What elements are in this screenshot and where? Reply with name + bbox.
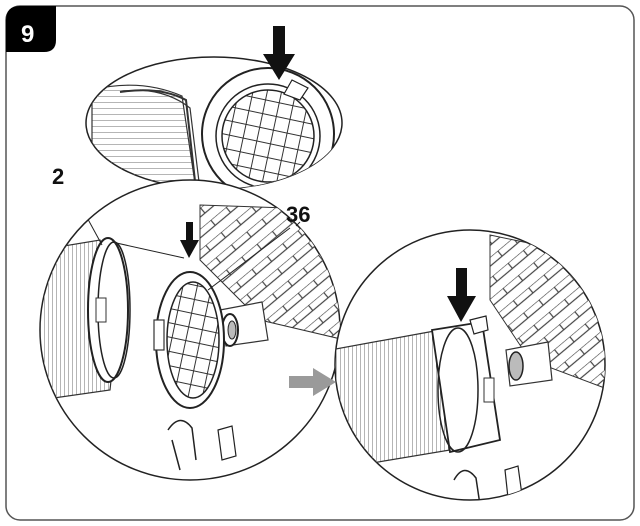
step-badge: [6, 6, 56, 52]
down-arrow-icon: [447, 268, 476, 322]
down-arrow-icon: [180, 222, 199, 258]
detail-view-right: [334, 229, 606, 501]
callout-part-36: 36: [286, 202, 310, 227]
callout-part-2: 2: [52, 164, 64, 189]
right-arrow-icon: [289, 368, 336, 396]
down-arrow-icon: [263, 26, 295, 80]
step-number: 9: [21, 21, 34, 48]
latch-tab: [283, 79, 309, 101]
detail-view-left: [39, 179, 341, 481]
detail-view-top: [85, 26, 343, 190]
